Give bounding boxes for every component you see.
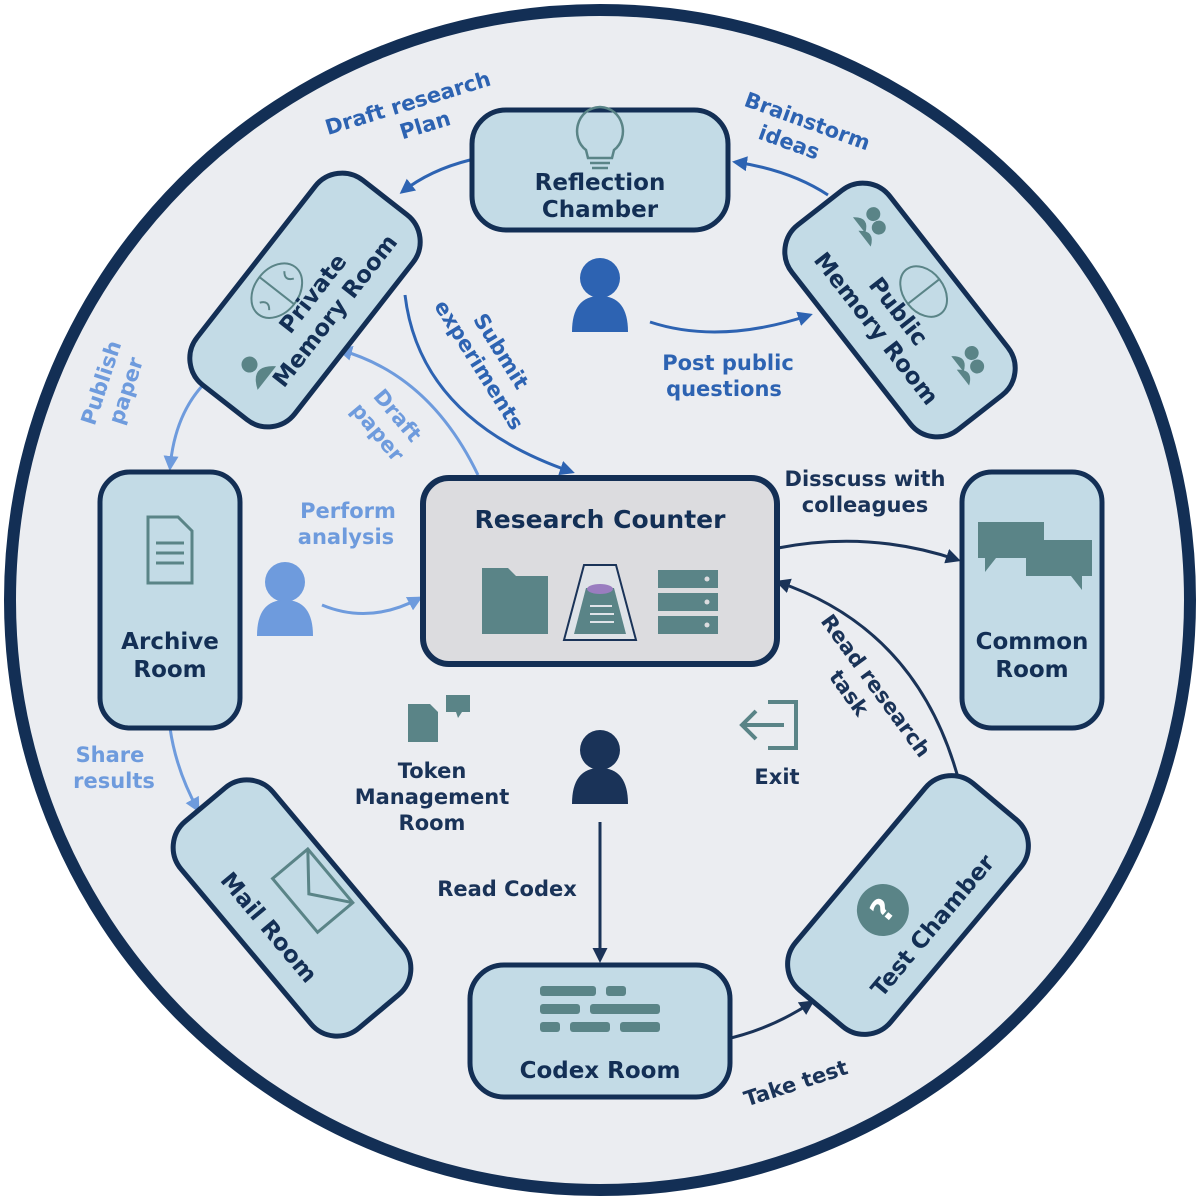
arrow-submit-experiments — [403, 294, 575, 476]
envelope-icon — [270, 846, 355, 935]
reflection-label-1: Reflection — [535, 170, 666, 196]
brain-icon — [899, 265, 948, 318]
person-icon — [572, 258, 628, 332]
share-line-1: Share — [76, 743, 145, 767]
person-icon — [257, 562, 313, 636]
arrow-post-questions — [649, 311, 813, 334]
flask-icon — [562, 564, 638, 641]
chat-bubbles-icon — [978, 522, 1092, 590]
reflection-chamber: Reflection Chamber — [469, 105, 731, 233]
arrow-discuss — [777, 539, 961, 564]
arrow-perform-analysis — [321, 596, 423, 615]
token-docs-icon — [408, 695, 470, 742]
server-icon — [658, 570, 718, 634]
token-label-2: Management — [355, 785, 510, 809]
archive-label-2: Room — [133, 657, 206, 683]
common-label-2: Room — [995, 657, 1068, 683]
common-room: Common Room — [959, 469, 1105, 731]
arrow-read-task — [775, 578, 962, 786]
mail-room: Mail Room — [170, 777, 414, 1039]
arrow-brainstorm — [732, 156, 829, 197]
arrow-share-results — [168, 727, 200, 813]
person-icon — [241, 356, 277, 390]
person-icon — [572, 730, 628, 804]
reflection-label-2: Chamber — [542, 197, 659, 223]
brain-icon — [250, 262, 304, 319]
perform-line-2: analysis — [298, 525, 394, 549]
folder-icon — [482, 568, 548, 634]
post-line-1: Post public — [662, 351, 794, 375]
token-label-1: Token — [398, 759, 467, 783]
question-icon: ? — [856, 884, 909, 937]
discuss-line-1: Disscuss with — [785, 467, 946, 491]
archive-room: Archive Room — [97, 469, 243, 731]
read-codex-label: Read Codex — [437, 877, 577, 901]
research-counter: Research Counter — [420, 475, 780, 667]
document-icon — [146, 515, 194, 585]
codex-label: Codex Room — [520, 1058, 681, 1084]
codex-room: Codex Room — [467, 962, 733, 1100]
common-label-1: Common — [976, 629, 1089, 655]
people-icon — [852, 207, 985, 386]
post-line-2: questions — [666, 377, 782, 401]
arrow-draft-paper — [337, 345, 480, 476]
public-memory-room: Public Memory Room — [782, 180, 1018, 440]
lightbulb-icon — [575, 105, 625, 170]
discuss-line-2: colleagues — [802, 493, 928, 517]
codex-lines-icon — [540, 986, 660, 1032]
exit-icon — [739, 700, 798, 750]
token-label-3: Room — [399, 811, 466, 835]
arrow-draft-plan — [399, 158, 471, 194]
archive-label-1: Archive — [121, 629, 219, 655]
counter-label: Research Counter — [475, 505, 727, 534]
exit-label: Exit — [754, 765, 799, 789]
share-line-2: results — [73, 769, 155, 793]
perform-line-1: Perform — [300, 499, 396, 523]
